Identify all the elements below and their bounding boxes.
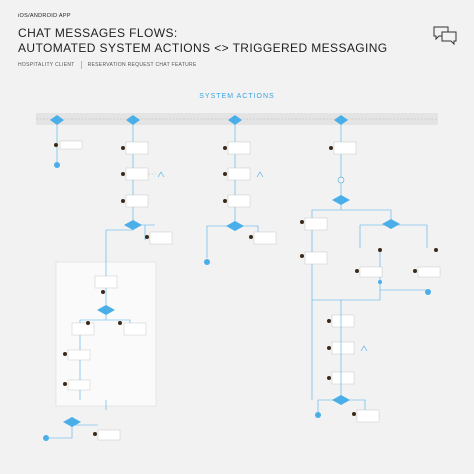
end-node (204, 259, 210, 265)
avatar (327, 346, 331, 350)
end-node (425, 289, 431, 295)
decision-node (126, 115, 140, 125)
message-card (333, 141, 357, 155)
trigger-icon (157, 171, 165, 178)
decision-node (63, 417, 81, 427)
message-card (227, 194, 251, 208)
avatar (86, 321, 90, 325)
decision-node (226, 221, 244, 231)
avatar (118, 321, 122, 325)
avatar (249, 235, 253, 239)
message-card (94, 275, 118, 289)
end-node (54, 162, 60, 168)
message-card (97, 429, 121, 441)
avatar (300, 254, 304, 258)
message-card (125, 194, 149, 208)
message-card (227, 141, 251, 155)
avatar (145, 235, 149, 239)
avatar (223, 199, 227, 203)
avatar (63, 352, 67, 356)
end-node (315, 412, 321, 418)
avatar (101, 290, 105, 294)
message-card (67, 379, 91, 391)
message-card (125, 141, 149, 155)
avatar (223, 172, 227, 176)
avatar (413, 269, 417, 273)
avatar (121, 199, 125, 203)
timer-icon (337, 176, 345, 184)
message-card (359, 266, 383, 278)
decision-node (382, 219, 400, 229)
decision-node (50, 115, 64, 125)
decision-node (334, 115, 348, 125)
app-label: iOS/ANDROID APP (18, 13, 71, 19)
message-card (331, 341, 355, 355)
page-title-line2: AUTOMATED SYSTEM ACTIONS <> TRIGGERED ME… (18, 41, 388, 55)
message-card (125, 167, 149, 181)
message-card (71, 322, 95, 336)
message-card (253, 231, 277, 245)
message-card (304, 251, 328, 265)
decision-node (124, 220, 142, 230)
meta-divider (80, 61, 82, 69)
trigger-icon (360, 345, 368, 352)
message-card (417, 266, 441, 278)
chat-bubbles-icon (433, 26, 457, 46)
decision-node (332, 195, 350, 205)
avatar (355, 269, 359, 273)
avatar (327, 376, 331, 380)
avatar (93, 432, 97, 436)
avatar (329, 146, 333, 150)
message-card (304, 217, 328, 231)
avatar (327, 319, 331, 323)
avatar (121, 146, 125, 150)
message-card (149, 231, 173, 245)
avatar (121, 172, 125, 176)
avatar (378, 248, 382, 252)
feature-label: RESERVATION REQUEST CHAT FEATURE (87, 62, 197, 68)
message-card (123, 322, 147, 336)
message-card (227, 167, 251, 181)
page-title-line1: CHAT MESSAGES FLOWS: (18, 26, 178, 40)
client-label: HOSPITALITY CLIENT (18, 62, 75, 68)
project-meta: HOSPITALITY CLIENT RESERVATION REQUEST C… (18, 61, 197, 69)
decision-node (97, 305, 115, 315)
avatar (300, 220, 304, 224)
avatar (434, 248, 438, 252)
avatar (54, 143, 58, 147)
message-card (59, 140, 83, 150)
avatar (63, 382, 67, 386)
decision-node (332, 395, 350, 405)
section-title: SYSTEM ACTIONS (199, 93, 275, 100)
end-node (378, 280, 382, 284)
message-card (67, 349, 91, 361)
avatar (223, 146, 227, 150)
trigger-icon (256, 171, 264, 178)
decision-node (228, 115, 242, 125)
end-node (43, 435, 49, 441)
message-card (356, 409, 380, 423)
avatar (352, 412, 356, 416)
message-card (331, 314, 355, 328)
message-card (331, 371, 355, 385)
